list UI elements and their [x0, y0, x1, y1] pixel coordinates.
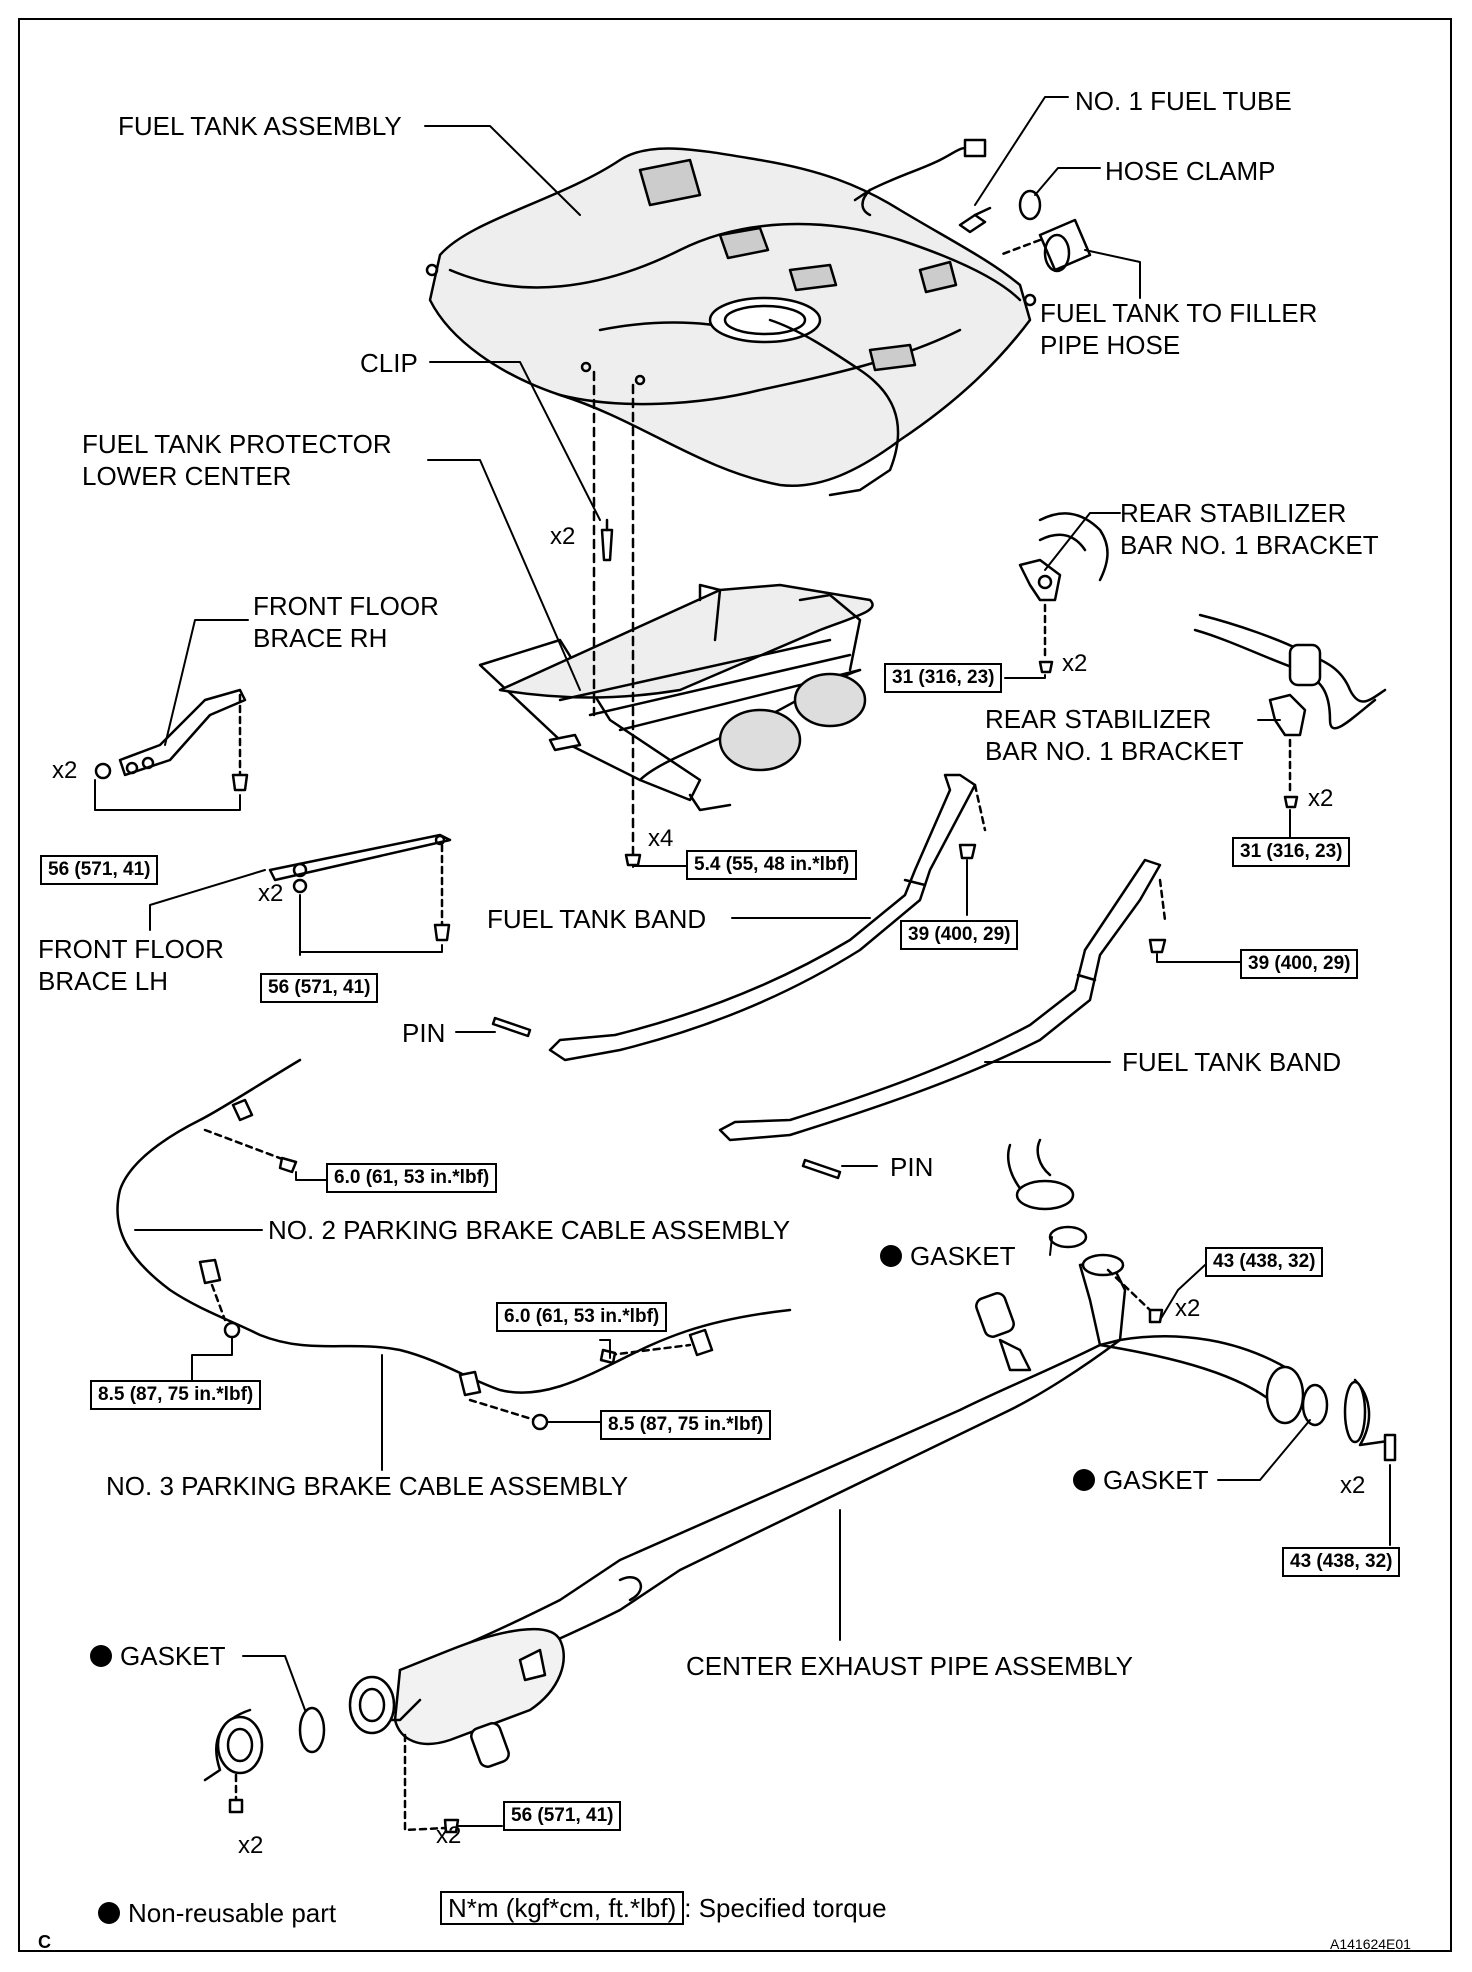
label-front-floor-brace-rh: FRONT FLOOR BRACE RH: [253, 591, 439, 653]
legend-torque: N*m (kgf*cm, ft.*lbf): Specified torque: [440, 1891, 887, 1925]
torque-box: 43 (438, 32): [1205, 1247, 1324, 1277]
label-filler-pipe-hose: FUEL TANK TO FILLER PIPE HOSE: [1040, 298, 1318, 360]
label-pin-2: PIN: [890, 1152, 934, 1182]
leader-lines: [94, 96, 1391, 1827]
fuel-tank-band-1-drawing: [548, 773, 987, 1062]
torque-box: 31 (316, 23): [1232, 837, 1351, 867]
no1-fuel-tube-drawing: [958, 206, 992, 234]
quantity-front-nut: x2: [238, 1832, 264, 1859]
fuel-tank-band-2-drawing: [718, 858, 1167, 1142]
quantity-brace-rh: x2: [52, 757, 78, 784]
nonreusable-dot-icon: [90, 1645, 112, 1668]
label-no2-parking-brake-cable: NO. 2 PARKING BRAKE CABLE ASSEMBLY: [268, 1215, 791, 1245]
torque-box: 8.5 (87, 75 in.*lbf): [600, 1410, 772, 1440]
hose-clamp-drawing: [1018, 189, 1042, 221]
pin-2-drawing: [801, 1158, 842, 1180]
torque-box: 56 (571, 41): [40, 855, 159, 885]
torque-box: 39 (400, 29): [900, 920, 1019, 950]
figure-code: A141624E01: [1330, 1936, 1411, 1952]
no3-parking-brake-cable-drawing: [458, 1328, 714, 1431]
torque-box: 5.4 (55, 48 in.*lbf): [686, 850, 858, 880]
rear-stabilizer-bracket-1-drawing: [1018, 512, 1109, 674]
pin-1-drawing: [491, 1016, 532, 1038]
torque-box: 43 (438, 32): [1282, 1547, 1401, 1577]
torque-box: 39 (400, 29): [1240, 949, 1359, 979]
bolt-x4-drawing: [624, 853, 642, 867]
label-pin-1: PIN: [402, 1018, 446, 1048]
label-no1-fuel-tube: NO. 1 FUEL TUBE: [1075, 86, 1292, 116]
label-fuel-tank-assembly: FUEL TANK ASSEMBLY: [118, 111, 402, 141]
torque-box: 6.0 (61, 53 in.*lbf): [496, 1302, 668, 1332]
label-no3-parking-brake-cable: NO. 3 PARKING BRAKE CABLE ASSEMBLY: [106, 1471, 629, 1501]
label-hose-clamp: HOSE CLAMP: [1105, 156, 1276, 186]
quantity-front-bolt: x2: [436, 1822, 462, 1849]
quantity-bolt-x4: x4: [648, 825, 674, 852]
front-floor-brace-rh-drawing: [94, 688, 249, 792]
fuel-tank-protector-drawing: [478, 583, 874, 812]
label-clip: CLIP: [360, 348, 418, 378]
clip-drawing: [600, 518, 614, 562]
corner-letter: C: [38, 1932, 51, 1952]
label-center-exhaust-pipe: CENTER EXHAUST PIPE ASSEMBLY: [686, 1651, 1133, 1681]
fuel-tank-drawing: [425, 138, 1037, 497]
quantity-brace-lh: x2: [258, 880, 284, 907]
diagram-frame: [18, 18, 1452, 1952]
label-fuel-tank-protector: FUEL TANK PROTECTOR LOWER CENTER: [82, 429, 392, 491]
label-gasket-2: GASKET: [1073, 1464, 1208, 1496]
torque-box: 31 (316, 23): [884, 663, 1003, 693]
label-fuel-tank-band-2: FUEL TANK BAND: [1122, 1047, 1342, 1077]
label-gasket-3: GASKET: [90, 1640, 225, 1672]
filler-hose-drawing: [998, 218, 1092, 273]
nonreusable-dot-icon: [98, 1902, 120, 1925]
quantity-exhaust-bolt-2: x2: [1340, 1472, 1366, 1499]
quantity-clip: x2: [550, 523, 576, 550]
label-front-floor-brace-lh: FRONT FLOOR BRACE LH: [38, 934, 224, 996]
rear-stabilizer-bracket-2-drawing: [1193, 613, 1387, 809]
center-exhaust-pipe-drawing: [203, 1138, 1397, 1834]
label-rear-stabilizer-bracket-1: REAR STABILIZER BAR NO. 1 BRACKET: [1120, 498, 1379, 560]
label-gasket-1: GASKET: [880, 1240, 1015, 1272]
legend-nonreusable: Non-reusable part: [98, 1897, 336, 1929]
quantity-exhaust-bolt-1: x2: [1175, 1295, 1201, 1322]
torque-box: 56 (571, 41): [260, 973, 379, 1003]
torque-unit-box: N*m (kgf*cm, ft.*lbf): [440, 1891, 685, 1925]
torque-box: 56 (571, 41): [503, 1801, 622, 1831]
front-floor-brace-lh-drawing: [268, 833, 452, 942]
torque-box: 6.0 (61, 53 in.*lbf): [326, 1163, 498, 1193]
quantity-stabilizer-2: x2: [1308, 785, 1334, 812]
nonreusable-dot-icon: [1073, 1469, 1095, 1492]
quantity-stabilizer-1: x2: [1062, 650, 1088, 677]
label-rear-stabilizer-bracket-2: REAR STABILIZER BAR NO. 1 BRACKET: [985, 704, 1244, 766]
nonreusable-dot-icon: [880, 1245, 902, 1268]
label-fuel-tank-band-1: FUEL TANK BAND: [487, 904, 707, 934]
torque-box: 8.5 (87, 75 in.*lbf): [90, 1380, 262, 1410]
